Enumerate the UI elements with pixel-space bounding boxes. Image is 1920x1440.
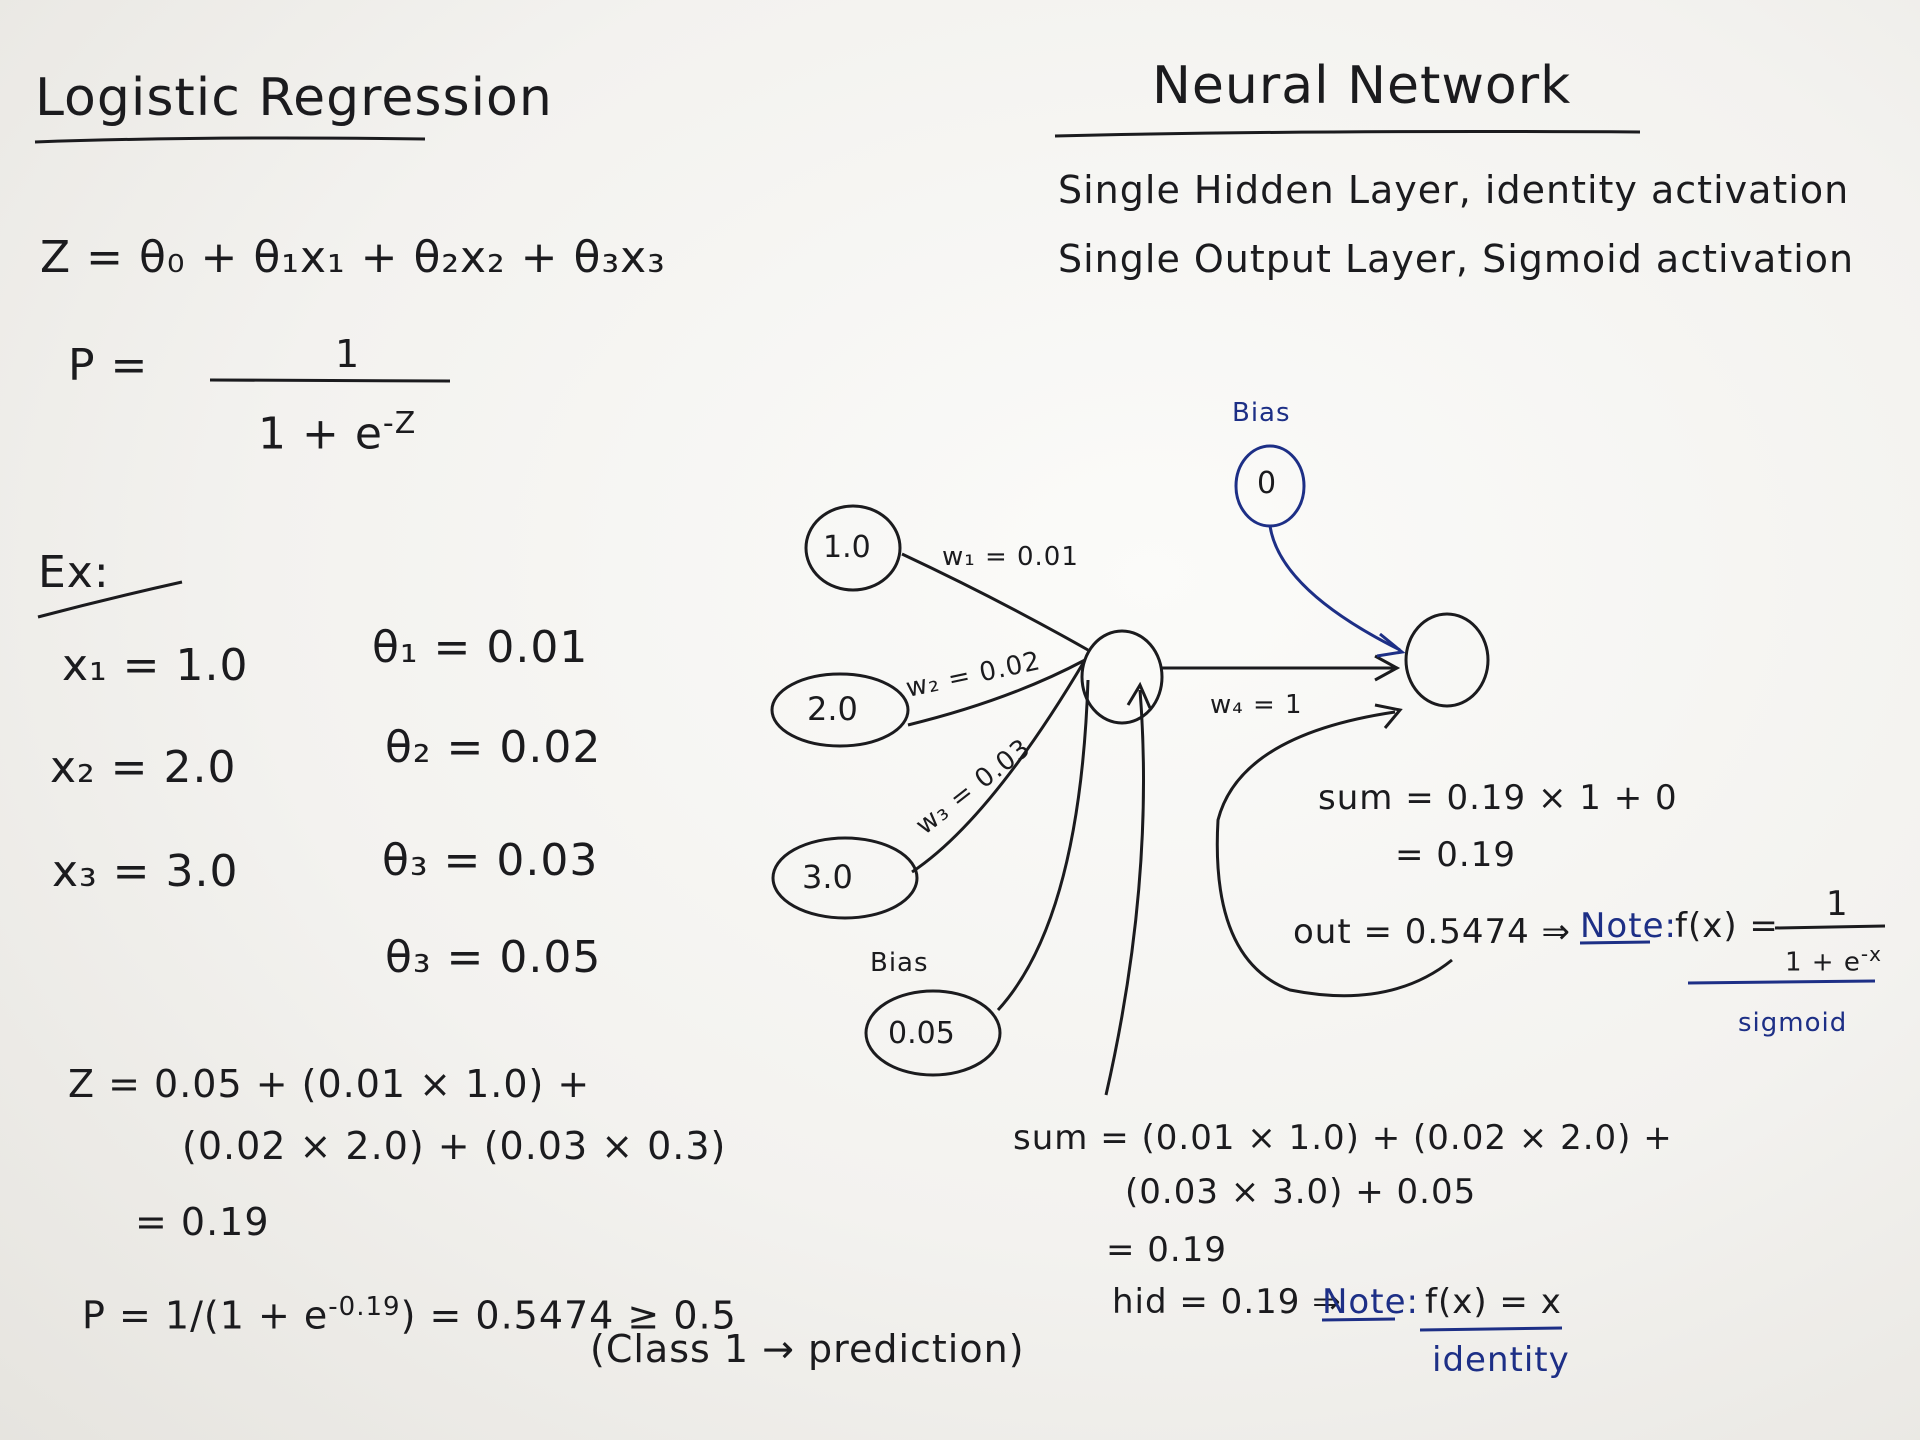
var-theta2: θ₂ = 0.02: [385, 722, 602, 773]
output-node: [1404, 612, 1490, 708]
weight-w4: w₄ = 1: [1210, 690, 1303, 720]
p-calc-result: ) = 0.5474 ≥ 0.5: [400, 1293, 737, 1338]
edge-bias-left: [996, 679, 1090, 1012]
input-node-2-value: 2.0: [807, 690, 858, 728]
logistic-regression-heading: Logistic Regression: [35, 68, 553, 128]
var-x1: x₁ = 1.0: [62, 640, 249, 691]
sigmoid-numerator: 1: [1826, 884, 1849, 924]
arrow-output-sum: [1374, 703, 1403, 729]
weight-w1: w₁ = 0.01: [942, 542, 1079, 572]
hidden-sum-line3: = 0.19: [1106, 1230, 1227, 1270]
note-underline-1: [1579, 940, 1651, 945]
p-class-prediction: (Class 1 → prediction): [590, 1327, 1025, 1371]
neural-network-heading: Neural Network: [1152, 56, 1572, 116]
identity-underline: [1419, 1326, 1563, 1332]
arrow-hidden-sum: [1126, 681, 1152, 709]
bias-top-label: Bias: [1232, 398, 1291, 428]
z-calc-line1: Z = 0.05 + (0.01 × 1.0) +: [68, 1062, 591, 1106]
bias-left-label: Bias: [870, 948, 929, 978]
hidden-sum-line2: (0.03 × 3.0) + 0.05: [1125, 1172, 1477, 1212]
nn-description-line1: Single Hidden Layer, identity activation: [1058, 168, 1850, 212]
var-x2: x₂ = 2.0: [50, 742, 237, 793]
bias-node-left: [864, 989, 1002, 1077]
z-equation: Z = θ₀ + θ₁x₁ + θ₂x₂ + θ₃x₃: [40, 232, 666, 283]
sigmoid-name: sigmoid: [1738, 1008, 1848, 1038]
edge-output-sum: [1215, 710, 1453, 998]
p-label: P =: [68, 340, 149, 391]
p-denominator-base: 1 + e: [258, 408, 383, 460]
input-node-1-value: 1.0: [823, 530, 871, 565]
edge-w3: [911, 659, 1087, 874]
edge-w2: [907, 658, 1086, 727]
p-fraction-bar: [209, 378, 451, 383]
var-x3: x₃ = 3.0: [52, 846, 239, 897]
input-node-1: [804, 504, 902, 592]
var-theta3: θ₃ = 0.03: [382, 835, 599, 886]
output-value: out = 0.5474 ⇒: [1293, 912, 1572, 952]
var-theta0: θ₃ = 0.05: [385, 932, 602, 983]
sigmoid-fx: f(x) =: [1675, 906, 1779, 946]
bias-top-value: 0: [1257, 466, 1277, 501]
identity-fx: f(x) = x: [1425, 1282, 1562, 1322]
var-theta1: θ₁ = 0.01: [372, 622, 589, 673]
input-node-3: [771, 836, 919, 920]
underline-logistic: [34, 136, 426, 144]
sigmoid-underline: [1687, 979, 1876, 985]
bias-left-value: 0.05: [888, 1016, 955, 1051]
input-node-3-value: 3.0: [802, 858, 853, 896]
hidden-node: [1080, 629, 1164, 725]
underline-ex: [37, 580, 183, 619]
output-sum-line1: sum = 0.19 × 1 + 0: [1318, 778, 1678, 818]
output-sum-line2: = 0.19: [1395, 835, 1516, 875]
edge-w1: [901, 552, 1089, 652]
edge-bias-top: [1268, 525, 1401, 652]
sigmoid-fraction-bar: [1774, 924, 1886, 930]
p-calc-base: P = 1/(1 + e: [82, 1293, 329, 1338]
p-numerator: 1: [335, 332, 361, 376]
p-denominator-exponent: -Z: [382, 406, 417, 441]
note-label-identity: Note:: [1322, 1282, 1419, 1322]
input-node-2: [770, 672, 910, 748]
nn-description-line2: Single Output Layer, Sigmoid activation: [1058, 237, 1855, 281]
hidden-sum-line1: sum = (0.01 × 1.0) + (0.02 × 2.0) +: [1013, 1118, 1673, 1158]
note-label-sigmoid: Note:: [1580, 906, 1677, 946]
example-label: Ex:: [38, 547, 110, 598]
z-calc-line3: = 0.19: [135, 1200, 270, 1244]
p-calc-exponent: -0.19: [328, 1292, 401, 1322]
z-calc-line2: (0.02 × 2.0) + (0.03 × 0.3): [182, 1124, 727, 1168]
note-underline-2: [1321, 1317, 1396, 1322]
p-calc: P = 1/(1 + e-0.19) = 0.5474 ≥ 0.5: [82, 1292, 737, 1338]
arrow-w4: [1374, 654, 1401, 682]
sigmoid-denominator-exponent: -x: [1860, 942, 1882, 966]
identity-name: identity: [1432, 1340, 1570, 1380]
p-denominator: 1 + e-Z: [258, 406, 416, 460]
hidden-value: hid = 0.19 ⇒: [1112, 1282, 1342, 1322]
sigmoid-denominator: 1 + e-x: [1785, 942, 1882, 978]
underline-neural: [1054, 130, 1641, 138]
edge-hidden-sum: [1104, 689, 1146, 1096]
sigmoid-denominator-base: 1 + e: [1785, 947, 1861, 978]
arrow-bias-top: [1376, 632, 1406, 658]
